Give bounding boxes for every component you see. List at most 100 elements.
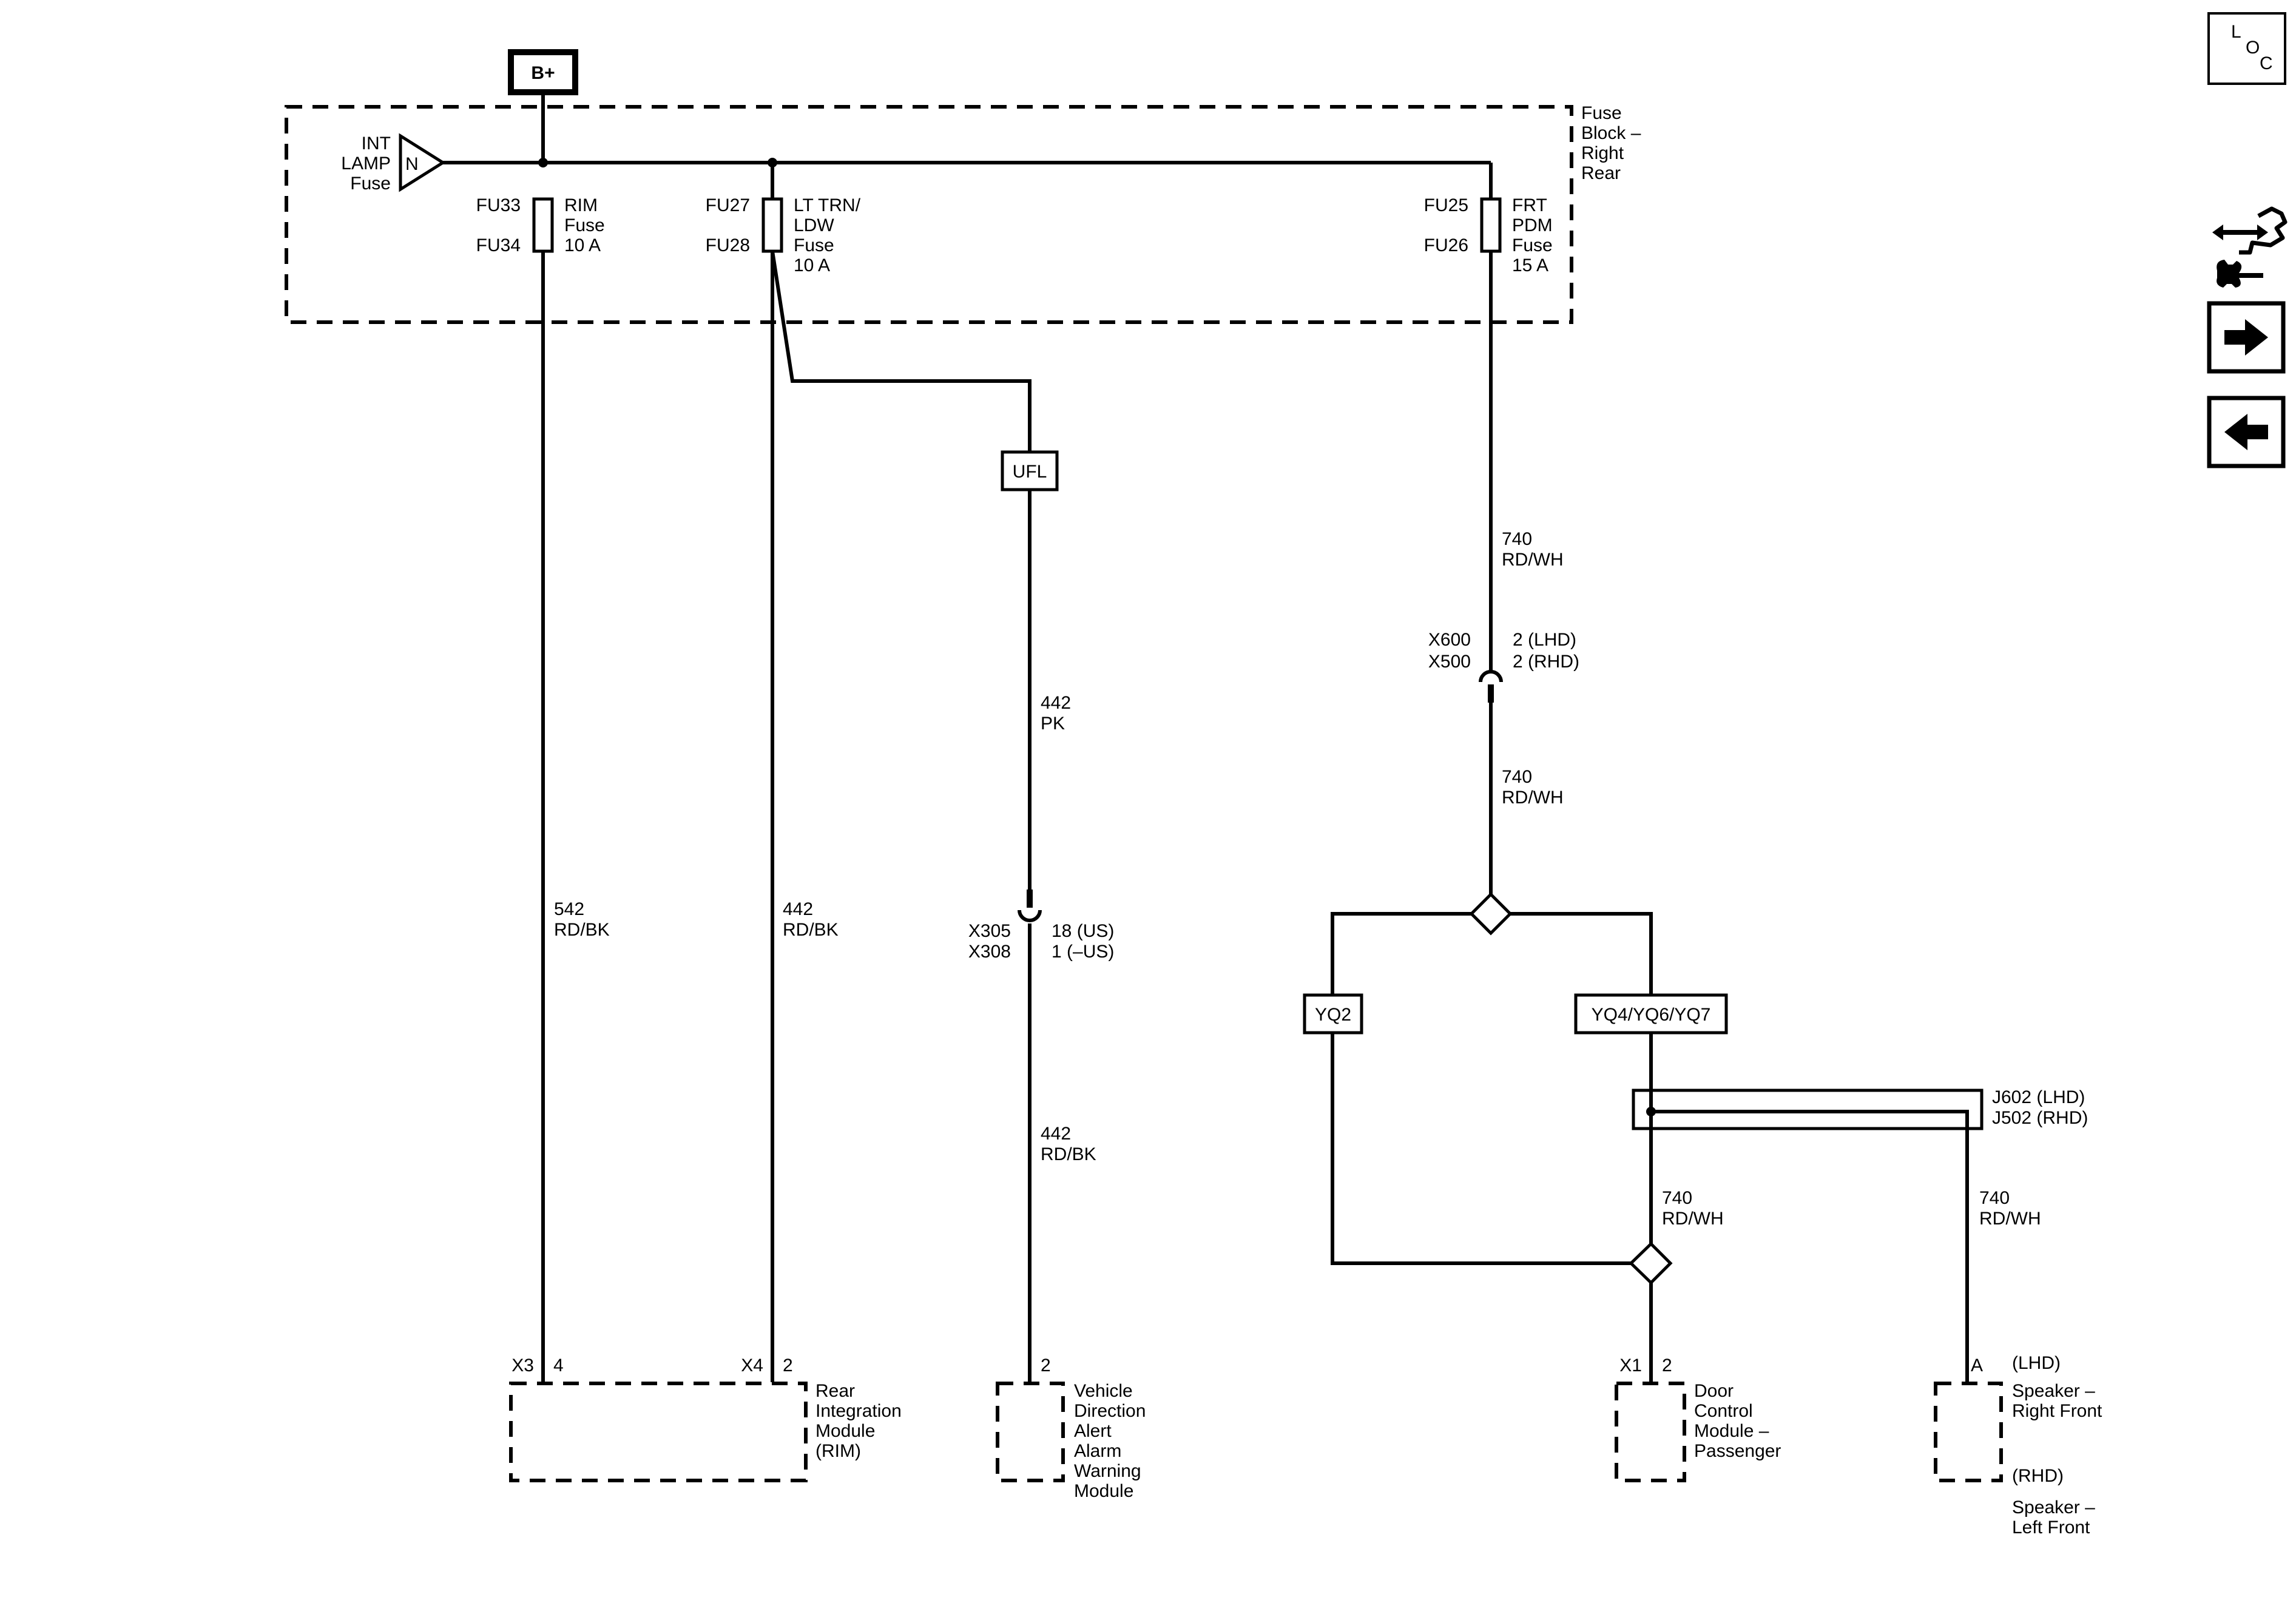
svg-text:10 A: 10 A: [794, 255, 830, 275]
j602-splice-label: J602 (LHD) J502 (RHD): [1992, 1087, 2088, 1128]
svg-text:18 (US): 18 (US): [1052, 921, 1114, 941]
svg-text:J502 (RHD): J502 (RHD): [1992, 1108, 2088, 1128]
svg-text:Right: Right: [1581, 143, 1624, 163]
wire-442-pk-label: 442 PK: [1041, 693, 1071, 734]
connector-tool-icon[interactable]: [2212, 206, 2288, 288]
x600-connector-ids: X600 X500: [1428, 630, 1471, 672]
fuse-rim-ids: FU33 FU34: [476, 195, 521, 255]
arrow-left-icon[interactable]: [2207, 396, 2286, 468]
svg-text:RD/BK: RD/BK: [1041, 1144, 1096, 1164]
speaker-pin: A: [1971, 1355, 1983, 1376]
svg-text:Alarm: Alarm: [1074, 1441, 1121, 1461]
svg-text:RD/BK: RD/BK: [554, 920, 610, 940]
svg-text:740: 740: [1662, 1188, 1692, 1208]
option-join-diamond: [1629, 1241, 1673, 1285]
svg-text:RD/BK: RD/BK: [783, 920, 839, 940]
svg-text:Door: Door: [1694, 1381, 1734, 1401]
wire-yq467-branch: [1510, 912, 1653, 995]
option-ufl-label: UFL: [1013, 462, 1047, 482]
option-yq467-box: [1574, 993, 1728, 1035]
svg-text:INT: INT: [362, 133, 391, 154]
bus-splice-dot: [538, 158, 548, 167]
svg-text:Rear: Rear: [1581, 163, 1621, 183]
svg-text:O: O: [2246, 38, 2260, 58]
svg-text:X500: X500: [1428, 652, 1471, 672]
svg-text:Vehicle: Vehicle: [1074, 1381, 1133, 1401]
module-valert-outline: [996, 1382, 1065, 1482]
svg-text:J602 (LHD): J602 (LHD): [1992, 1087, 2085, 1107]
svg-text:2: 2: [1662, 1355, 1672, 1376]
svg-text:RD/WH: RD/WH: [1502, 550, 1564, 570]
svg-text:1 (–US): 1 (–US): [1052, 942, 1114, 962]
svg-text:Integration: Integration: [815, 1401, 902, 1421]
module-rim-outline: [509, 1382, 808, 1482]
svg-text:C: C: [2260, 53, 2273, 73]
inline-connector-x600: [1479, 670, 1503, 703]
svg-text:2 (LHD): 2 (LHD): [1513, 630, 1576, 650]
int-lamp-fuse-symbol: N: [399, 133, 446, 192]
svg-text:Fuse: Fuse: [564, 215, 605, 235]
svg-text:2: 2: [783, 1355, 793, 1376]
fuse-frt-pdm-label: FRT PDM Fuse 15 A: [1512, 195, 1553, 275]
svg-text:(RIM): (RIM): [815, 1441, 861, 1461]
svg-text:LAMP: LAMP: [341, 154, 391, 174]
module-speaker-label: Speaker – Right Front: [2012, 1381, 2102, 1421]
wire-yq2-bypass: [1331, 1033, 1631, 1265]
svg-text:Right Front: Right Front: [2012, 1401, 2102, 1421]
svg-text:Fuse: Fuse: [1512, 235, 1553, 255]
module-rim-label: Rear Integration Module (RIM): [815, 1381, 902, 1461]
svg-text:B+: B+: [531, 63, 555, 83]
wire-740-upper-label: 740 RD/WH: [1502, 529, 1564, 570]
svg-text:Warning: Warning: [1074, 1461, 1141, 1481]
option-split-diamond: [1469, 892, 1513, 936]
svg-text:X308: X308: [968, 942, 1011, 962]
module-speaker-alt-label: Speaker – Left Front: [2012, 1497, 2095, 1538]
wire-442-valert-label: 442 RD/BK: [1041, 1124, 1096, 1164]
arrow-right-icon[interactable]: [2207, 301, 2286, 374]
fuse-lt-trn-ids: FU27 FU28: [706, 195, 750, 255]
option-yq467-label: YQ4/YQ6/YQ7: [1592, 1005, 1711, 1025]
x600-connector-pins: 2 (LHD) 2 (RHD): [1513, 630, 1579, 672]
svg-text:FU25: FU25: [1424, 195, 1468, 215]
fuse-rim: [532, 197, 554, 253]
svg-text:L: L: [2231, 22, 2241, 42]
fuse-block-label: Fuse Block – Right Rear: [1581, 103, 1641, 183]
svg-text:Module: Module: [815, 1421, 875, 1441]
svg-text:Left Front: Left Front: [2012, 1517, 2090, 1538]
svg-text:X600: X600: [1428, 630, 1471, 650]
fuse-lt-trn-label: LT TRN/ LDW Fuse 10 A: [794, 195, 861, 275]
svg-text:PK: PK: [1041, 714, 1065, 734]
option-yq2-box: [1303, 993, 1363, 1035]
svg-text:542: 542: [554, 899, 584, 919]
svg-text:Fuse: Fuse: [794, 235, 834, 255]
wire-740-speaker-label: 740 RD/WH: [1979, 1188, 2041, 1229]
svg-text:Speaker –: Speaker –: [2012, 1381, 2095, 1401]
svg-text:Control: Control: [1694, 1401, 1753, 1421]
svg-text:LDW: LDW: [794, 215, 834, 235]
wire-speaker-branch: [1651, 1110, 1969, 1382]
x305-connector-pins: 18 (US) 1 (–US): [1052, 921, 1114, 962]
svg-text:RD/WH: RD/WH: [1979, 1209, 2041, 1229]
wire-542-label: 542 RD/BK: [554, 899, 610, 940]
svg-text:RD/WH: RD/WH: [1502, 788, 1564, 808]
module-door-outline: [1615, 1382, 1686, 1482]
svg-text:N: N: [405, 154, 419, 174]
svg-text:LT TRN/: LT TRN/: [794, 195, 861, 215]
svg-text:Module: Module: [1074, 1481, 1133, 1501]
wire-ufl-branch: [771, 251, 1032, 452]
loc-button[interactable]: L O C: [2207, 12, 2286, 85]
svg-text:PDM: PDM: [1512, 215, 1553, 235]
svg-text:740: 740: [1502, 767, 1532, 787]
rim-pin-x3: X3 4: [512, 1355, 563, 1376]
battery-positive-terminal: B+: [508, 49, 578, 95]
svg-text:FU34: FU34: [476, 235, 521, 255]
svg-text:Fuse: Fuse: [1581, 103, 1622, 123]
fuse-frt-pdm-ids: FU25 FU26: [1424, 195, 1468, 255]
speaker-qualifier-rhd: (RHD): [2012, 1466, 2064, 1486]
svg-text:X1: X1: [1619, 1355, 1642, 1376]
svg-text:Module –: Module –: [1694, 1421, 1769, 1441]
option-ufl-box: [1001, 450, 1059, 491]
svg-text:RD/WH: RD/WH: [1662, 1209, 1724, 1229]
fuse-lt-trn-ldw: [761, 197, 783, 253]
module-speaker-outline: [1934, 1382, 2003, 1482]
